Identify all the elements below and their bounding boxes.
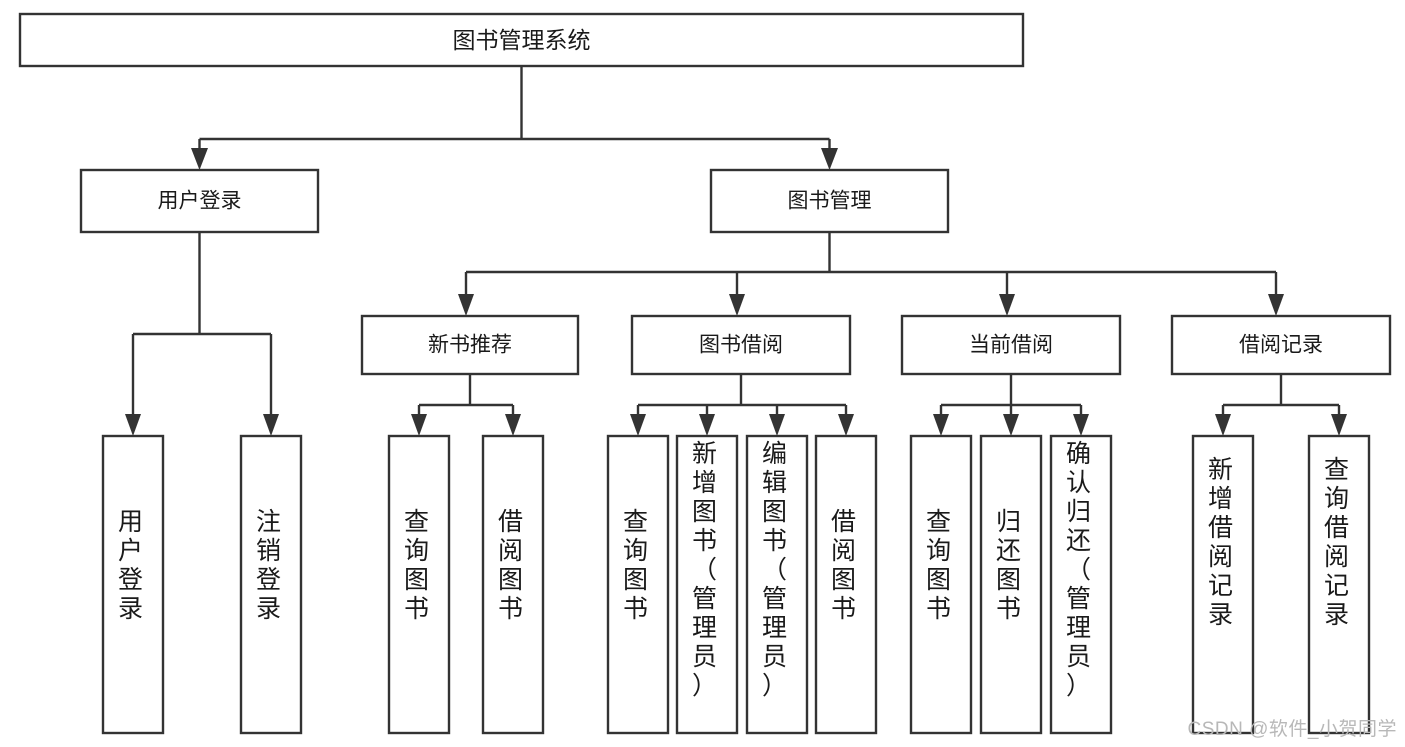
arrow-head-leaf-book-borrow-1 (699, 414, 715, 436)
node-book-management[interactable]: 图书管理 (709, 168, 950, 234)
node-book-borrow[interactable]: 图书借阅 (630, 314, 852, 376)
leaf-node[interactable]: 查询图书 (909, 434, 973, 735)
leaf-book-borrow-3-label: 借阅图书 (831, 508, 861, 623)
arrow-head-book-borrow (729, 294, 745, 316)
arrow-head-leaf-book-borrow-0 (630, 414, 646, 436)
leaf-new-book-1-label: 借阅图书 (498, 508, 528, 623)
node-root-label: 图书管理系统 (453, 27, 591, 53)
leaf-book-borrow-3-box[interactable] (814, 434, 878, 735)
leaf-node[interactable]: 编辑图书（管理员） (745, 434, 809, 735)
leaf-borrow-record-0-box[interactable] (1191, 434, 1255, 735)
leaf-current-borrow-2-box[interactable] (1049, 434, 1113, 735)
leaf-current-borrow-1-label: 归还图书 (996, 508, 1026, 623)
leaf-node[interactable]: 新增图书（管理员） (675, 434, 739, 735)
leaf-user-login-0-label: 用户登录 (118, 508, 148, 623)
leaf-node[interactable]: 新增借阅记录 (1191, 434, 1255, 735)
arrow-head-borrow-record (1268, 294, 1284, 316)
node-root[interactable]: 图书管理系统 (18, 12, 1025, 68)
leaf-current-borrow-2-label: 确认归还（管理员） (1066, 440, 1096, 700)
node-current-borrow-box[interactable] (900, 314, 1122, 376)
node-borrow-record-label: 借阅记录 (1239, 334, 1323, 357)
node-root-box[interactable] (18, 12, 1025, 68)
node-current-borrow[interactable]: 当前借阅 (900, 314, 1122, 376)
node-book-borrow-label: 图书借阅 (699, 334, 783, 357)
arrow-head-leaf-book-borrow-3 (838, 414, 854, 436)
leaf-borrow-record-1-label: 查询借阅记录 (1324, 456, 1354, 629)
arrow-head-user-login (191, 148, 208, 170)
leaf-book-borrow-2-label: 编辑图书（管理员） (762, 440, 792, 700)
arrow-head-leaf-borrow-record-0 (1215, 414, 1231, 436)
leaf-book-borrow-2-box[interactable] (745, 434, 809, 735)
leaf-user-login-1-box[interactable] (239, 434, 303, 735)
leaf-book-borrow-1-box[interactable] (675, 434, 739, 735)
arrow-head-leaf-current-borrow-0 (933, 414, 949, 436)
arrow-head-leaf-current-borrow-1 (1003, 414, 1019, 436)
node-book-management-box[interactable] (709, 168, 950, 234)
leaf-user-login-1-label: 注销登录 (256, 508, 286, 623)
leaf-borrow-record-1-box[interactable] (1307, 434, 1371, 735)
node-new-book-recommend-label: 新书推荐 (428, 334, 512, 357)
arrow-head-leaf-new-book-1 (505, 414, 521, 436)
leaf-node[interactable]: 注销登录 (239, 434, 303, 735)
leaf-current-borrow-0-box[interactable] (909, 434, 973, 735)
leaf-new-book-0-box[interactable] (387, 434, 451, 735)
arrow-head-leaf-current-borrow-2 (1073, 414, 1089, 436)
leaf-node[interactable]: 借阅图书 (814, 434, 878, 735)
arrow-head-leaf-user-login-0 (125, 414, 141, 436)
node-book-borrow-box[interactable] (630, 314, 852, 376)
node-user-login[interactable]: 用户登录 (79, 168, 320, 234)
connector-layer (125, 66, 1347, 436)
leaf-node[interactable]: 确认归还（管理员） (1049, 434, 1113, 735)
node-new-book-recommend-box[interactable] (360, 314, 580, 376)
arrow-head-new-book (458, 294, 474, 316)
arrow-head-leaf-borrow-record-1 (1331, 414, 1347, 436)
leaf-node[interactable]: 归还图书 (979, 434, 1043, 735)
leaf-book-borrow-1-label: 新增图书（管理员） (692, 440, 722, 700)
arrow-head-leaf-book-borrow-2 (769, 414, 785, 436)
node-user-login-box[interactable] (79, 168, 320, 234)
arrow-head-leaf-user-login-1 (263, 414, 279, 436)
leaf-node[interactable]: 用户登录 (101, 434, 165, 735)
leaf-book-borrow-0-box[interactable] (606, 434, 670, 735)
leaf-node[interactable]: 借阅图书 (481, 434, 545, 735)
leaf-current-borrow-0-label: 查询图书 (926, 508, 956, 623)
node-new-book-recommend[interactable]: 新书推荐 (360, 314, 580, 376)
arrow-head-current-borrow (999, 294, 1015, 316)
node-borrow-record[interactable]: 借阅记录 (1170, 314, 1392, 376)
leaf-node[interactable]: 查询图书 (387, 434, 451, 735)
node-borrow-record-box[interactable] (1170, 314, 1392, 376)
leaf-borrow-record-0-label: 新增借阅记录 (1208, 456, 1238, 629)
leaf-user-login-0-box[interactable] (101, 434, 165, 735)
leaf-book-borrow-0-label: 查询图书 (623, 508, 653, 623)
node-current-borrow-label: 当前借阅 (969, 334, 1053, 357)
arrow-head-leaf-new-book-0 (411, 414, 427, 436)
leaf-current-borrow-1-box[interactable] (979, 434, 1043, 735)
leaf-new-book-0-label: 查询图书 (404, 508, 434, 623)
leaf-node[interactable]: 查询借阅记录 (1307, 434, 1371, 735)
arrow-head-book-mgmt (821, 148, 838, 170)
leaf-node[interactable]: 查询图书 (606, 434, 670, 735)
node-user-login-label: 用户登录 (158, 190, 242, 213)
node-book-management-label: 图书管理 (788, 190, 872, 213)
leaf-new-book-1-box[interactable] (481, 434, 545, 735)
